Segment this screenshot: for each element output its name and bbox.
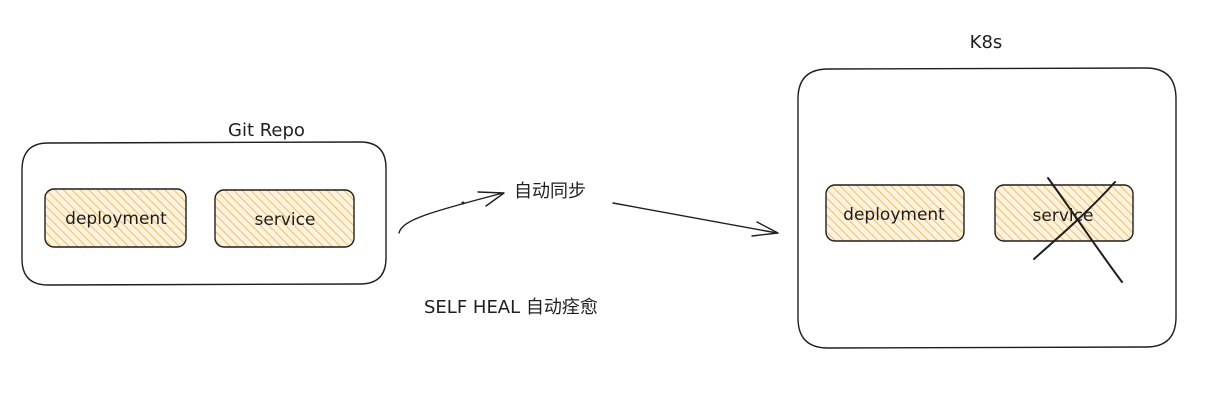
git-repo-service-box: [214, 189, 355, 248]
git-repo-service-label: service: [254, 210, 316, 230]
k8s-deployment-box: [825, 184, 965, 242]
k8s-container: [797, 67, 1177, 349]
k8s-title: K8s: [969, 32, 1003, 53]
sync-arrow-out-head: [751, 221, 779, 237]
sync-label: 自动同步: [514, 181, 586, 202]
self-heal-label: SELF HEAL 自动痊愈: [424, 297, 598, 318]
sync-arrow-in-head: [477, 191, 505, 207]
k8s-deployment-label: deployment: [843, 205, 945, 225]
stray-dot: [461, 201, 465, 205]
k8s-service-label: service: [1032, 206, 1094, 226]
sync-arrow-out: [612, 202, 778, 234]
service-cross-out-mark: [1033, 177, 1123, 283]
git-repo-deployment-label: deployment: [65, 209, 167, 229]
git-repo-title: Git Repo: [228, 120, 305, 141]
sync-arrow-in: [398, 192, 504, 234]
git-repo-container: [21, 141, 387, 286]
git-repo-deployment-box: [44, 188, 187, 248]
